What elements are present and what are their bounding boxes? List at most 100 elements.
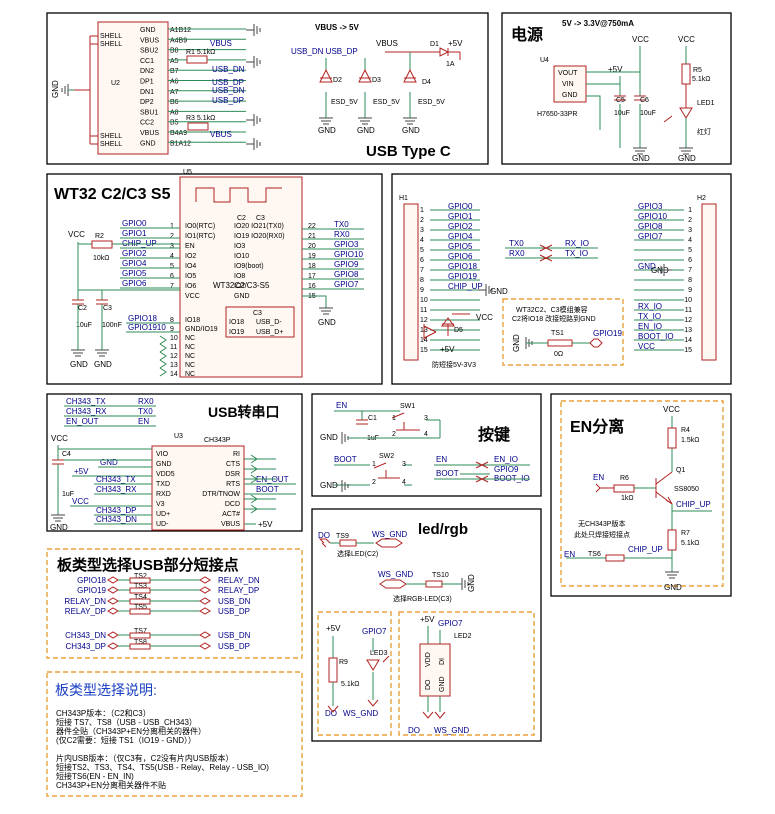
buttons-gpio9: GPIO9 [494,465,519,474]
led-ws-gnd-1: WS_GND [372,530,407,539]
wt32-left-num: 3 [170,243,174,250]
usb-serial-left-pin: VIO [156,451,169,458]
buttons-n2b: 2 [372,479,376,486]
usb-serial-vcc: VCC [51,434,68,443]
wt32-bottom-pin: NC [185,371,195,378]
wt32-bottom-num: 8 [170,317,174,324]
usb-serial-u3: U3 [174,433,183,440]
led-title: led/rgb [418,521,468,538]
h2-pin-num: 14 [684,337,692,344]
wt32-bottom-num: 12 [170,353,178,360]
select-title: 板类型选择USB部分短接点 [57,556,239,574]
headers-h2: H2 [697,195,706,202]
usb-c-pin-name: GND [140,140,156,147]
wt32-left-num: 1 [170,223,174,230]
usb-c-esd-1: ESD_5V [331,99,358,106]
wt32-left-pin: IO1(RTC) [185,233,215,240]
buttons-gnd-1: GND [320,433,338,442]
select-ts-label: TS8 [134,639,147,646]
usb-c-usb-dp-2: USB_DP [212,96,244,105]
select-left-net: GPIO18 [77,576,106,585]
wt32-right-num: 22 [308,223,316,230]
led-gnd-ts10: GND [467,574,476,592]
select-ts-label: TS2 [134,573,147,580]
usb-c-usb-dn-dp: USB_DN USB_DP [291,47,358,56]
power-c6: C6 [640,97,649,104]
wt32-bottom-pin: IO18 [185,317,200,324]
wt32-bottom-num: 10 [170,335,178,342]
h2-pin-num: 4 [688,237,692,244]
buttons-schematic: 按键 EN C1 1uF SW1 GND 1 2 3 4 BOOT SW2 1 … [320,401,530,492]
usb-c-pin-num: B5 [170,120,179,127]
wt32-right-pin: IO7 [234,283,245,290]
usb-c-vbus-5v: VBUS -> 5V [315,23,359,32]
wt32-sub-dm: USB_D- [256,319,282,326]
wt32-bottom-pin: GND/IO19 [185,326,218,333]
wt32-bottom-num: 13 [170,362,178,369]
buttons-n1: 1 [392,415,396,422]
h1-pin-num: 4 [420,237,424,244]
wt32-right-num: 16 [308,283,316,290]
h1-pin-net: GPIO18 [448,262,477,271]
en-split-r7: R7 [681,530,690,537]
headers-cross-rxio: RX_IO [565,239,589,248]
usb-c-esd-2: ESD_5V [373,99,400,106]
wt32-bottom-num: 9 [170,326,174,333]
wt32-left-pin: VCC [185,293,200,300]
usb-c-pin-name: CC1 [140,58,154,65]
select-left-net: GPIO19 [77,586,106,595]
power-5v: +5V [608,65,623,74]
h1-pin-num: 7 [420,267,424,274]
usb-c-vbus-top: VBUS [376,39,398,48]
led-c3-ws-gnd: WS_GND [434,726,469,735]
usb-c-pin-name: CC2 [140,120,154,127]
select-ts-label: TS5 [134,604,147,611]
usb-c-pin-num: B7 [170,68,179,75]
usb-serial-title: USB转串口 [208,404,280,420]
wt32-r2: R2 [95,233,104,240]
usb-serial-right-pin: DTR/TNOW [202,491,240,498]
h1-pin-num: 11 [420,307,427,314]
h1-pin-num: 15 [420,347,428,354]
headers-cross-tx0: TX0 [509,239,524,248]
usb-c-pin-num: A8 [170,109,179,116]
wt32-right-net: RX0 [334,230,350,239]
wt32-left-pin: IO4 [185,263,196,270]
usb-c-pin-num: B4A9 [170,130,187,137]
usb-c-pin-name: GND [140,27,156,34]
usb-c-5v-top: +5V [448,39,463,48]
power-panel [501,12,732,165]
led-c3-gpio7: GPIO7 [438,619,463,628]
wt32-right-pin: GND [234,293,250,300]
en-split-schematic: EN分离 VCC R4 1.5kΩ EN R6 1kΩ Q1 SS8050 CH… [564,405,712,592]
headers-gpio19: GPIO19 [593,329,622,338]
led-c2-do: DO [325,709,337,718]
usb-serial-top-net: EN_OUT [66,417,99,426]
wt32-right-pin: IO8 [234,273,245,280]
en-split-dashed [560,400,724,587]
explain-line: 片内USB版本：（仅C3有，C2没有片内USB版本） [56,753,233,763]
power-r5: R5 [693,67,702,74]
wt32-left-net: GPIO1 [122,229,147,238]
usb-c-d1: D1 [430,41,439,48]
explain-block: 板类型选择说明: CH343P版本：（C2和C3） 短接 TS7、TS8（USB… [55,682,269,790]
usb-c-gnd-d3: GND [357,126,375,135]
led-note1: 选择LED(C2) [337,549,378,558]
en-split-en-in: EN [593,473,604,482]
led-led3: LED3 [370,650,388,657]
power-led-note: 红灯 [697,127,711,136]
wt32-r2-val: 10kΩ [93,255,110,262]
explain-line: 器件全贴（CH343P+EN分离相关的器件） [56,726,206,736]
wt32-vcc: VCC [68,230,85,239]
usb-c-panel [46,12,489,165]
usb-c-usb-dn-1: USB_DN [212,65,245,74]
usb-serial-left-net: VCC [72,497,89,506]
wt32-left-net: GPIO0 [122,219,147,228]
explain-line: 短接TS2、TS3、TS4、TS5(USB - Relay、Relay - US… [56,762,269,772]
en-split-r4-val: 1.5kΩ [681,437,699,444]
wt32-sub-dp: USB_D+ [256,329,283,336]
usb-c-pin-num: B1A12 [170,140,191,147]
h2-pin-net: GND [638,262,656,271]
buttons-n2: 2 [392,431,396,438]
select-left-net: RELAY_DN [64,597,106,606]
